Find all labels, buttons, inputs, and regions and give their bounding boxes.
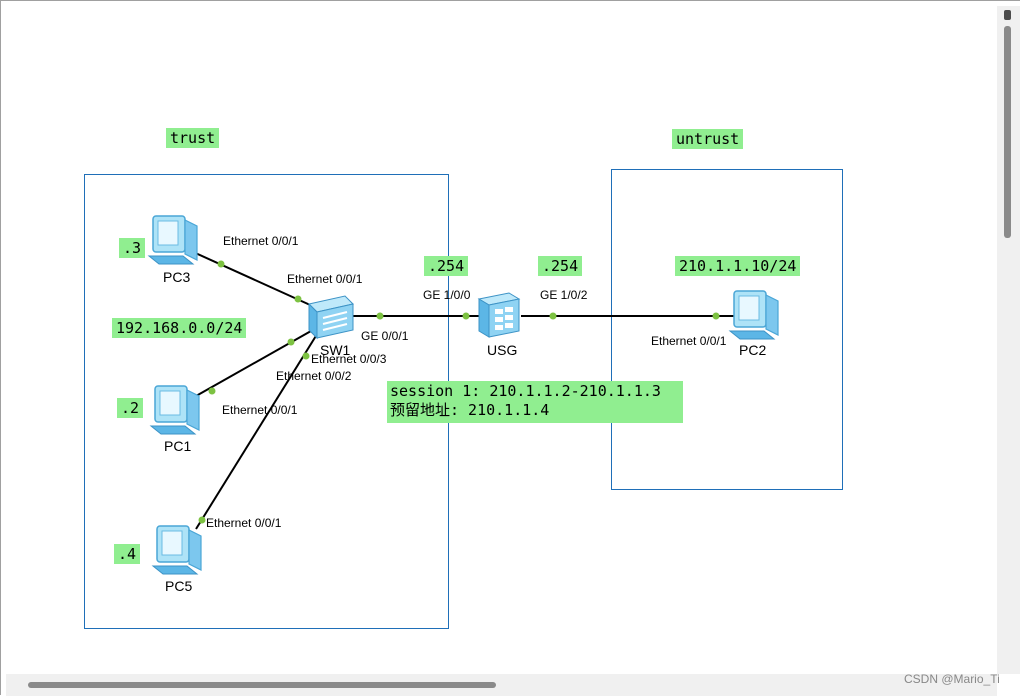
pc-icon (151, 525, 202, 575)
pc-icon (728, 290, 779, 340)
pc-icon (149, 385, 200, 435)
vertical-scroll-thumb[interactable] (1004, 26, 1011, 238)
firewall-icon (477, 292, 521, 338)
trust-zone-label: trust (166, 128, 220, 148)
usg-ge2-port-label: GE 1/0/2 (540, 288, 588, 302)
port-dot-pc3 (217, 260, 225, 268)
switch-icon (308, 295, 354, 340)
usg-ge2-address: .254 (538, 256, 583, 276)
pc5-address: .4 (114, 544, 141, 564)
port-dot-pc1 (208, 387, 216, 395)
horizontal-scrollbar[interactable] (6, 674, 997, 696)
untrust-zone (611, 169, 843, 490)
pc3-port-label: Ethernet 0/0/1 (223, 234, 299, 248)
horizontal-scroll-thumb[interactable] (28, 682, 496, 688)
session-line: session 1: 210.1.1.2-210.1.1.3 (390, 382, 661, 400)
port-dot-sw1-eth3 (302, 352, 310, 360)
pc5-port-label: Ethernet 0/0/1 (206, 516, 282, 530)
sw1-eth1-port-label: Ethernet 0/0/1 (287, 272, 363, 286)
port-dot-sw1-eth2 (287, 338, 295, 346)
reserved-address-line: 预留地址: 210.1.1.4 (390, 401, 550, 419)
sw1-eth2-port-label: Ethernet 0/0/2 (276, 369, 352, 383)
trust-network-address: 192.168.0.0/24 (112, 318, 247, 338)
watermark: CSDN @Mario_Ti (904, 672, 1000, 686)
port-dot-sw1-ge (376, 312, 384, 320)
pc2-address: 210.1.1.10/24 (675, 256, 801, 276)
pc-icon (147, 215, 198, 265)
scroll-up-icon[interactable] (1004, 10, 1011, 20)
port-dot-usg-ge0 (462, 312, 470, 320)
pc5-label: PC5 (165, 578, 193, 594)
port-dot-pc5 (198, 516, 206, 524)
sw1-ge-port-label: GE 0/0/1 (361, 329, 409, 343)
vertical-scrollbar[interactable] (997, 6, 1020, 674)
port-dot-sw1-eth1 (294, 295, 302, 303)
pc2-label: PC2 (739, 342, 767, 358)
session-note: session 1: 210.1.1.2-210.1.1.3 预留地址: 210… (387, 381, 683, 423)
pc3-label: PC3 (163, 269, 191, 285)
port-dot-usg-ge2 (549, 312, 557, 320)
usg-ge0-address: .254 (424, 256, 469, 276)
pc1-label: PC1 (164, 438, 192, 454)
usg-label: USG (487, 342, 518, 358)
pc3-address: .3 (119, 238, 146, 258)
link-pc5-sw1 (195, 330, 320, 530)
untrust-zone-label: untrust (672, 129, 744, 149)
sw1-eth3-port-label: Ethernet 0/0/3 (311, 352, 387, 366)
pc1-address: .2 (117, 398, 144, 418)
port-dot-pc2 (712, 312, 720, 320)
sw1-label: SW1 (320, 342, 351, 358)
usg-ge0-port-label: GE 1/0/0 (423, 288, 471, 302)
pc1-port-label: Ethernet 0/0/1 (222, 403, 298, 417)
pc2-port-label: Ethernet 0/0/1 (651, 334, 727, 348)
